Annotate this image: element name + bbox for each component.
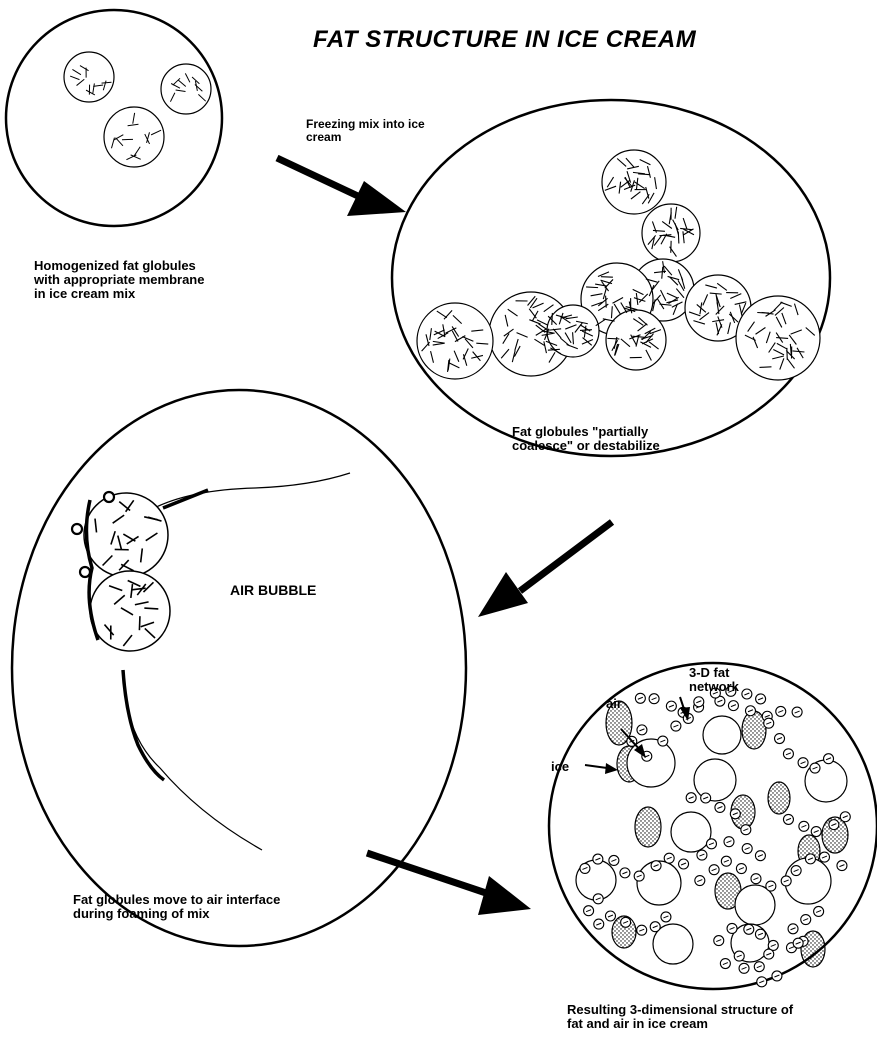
caption-resulting: Resulting 3-dimensional structure of fat… [567,1003,793,1031]
caption-foaming: Fat globules move to air interface durin… [73,893,280,921]
label-air: air [606,697,622,711]
caption-homogenized: Homogenized fat globules with appropriat… [34,259,204,301]
arrow-to-structure [367,853,531,915]
fat-globule [161,64,211,114]
fat-globule [104,107,164,167]
adsorbed-fat-globules [84,493,170,651]
label-air-bubble: AIR BUBBLE [230,583,316,597]
caption-freezing: Freezing mix into ice cream [306,118,425,144]
arrow-foaming [478,522,612,617]
arrow-freezing [277,158,406,216]
panel-homogenized-mix [6,10,222,226]
caption-coalesce: Fat globules "partially coalesce" or des… [512,425,660,453]
panel-3d-structure [549,663,877,989]
coalesced-fat-chain [417,150,820,380]
air-interface-membrane [142,473,350,515]
page-title: FAT STRUCTURE IN ICE CREAM [313,26,696,54]
fat-globule [64,52,114,102]
label-ice: ice [551,760,569,774]
label-fat-network: 3-D fat network [689,666,739,694]
panel-partial-coalescence [392,100,830,456]
